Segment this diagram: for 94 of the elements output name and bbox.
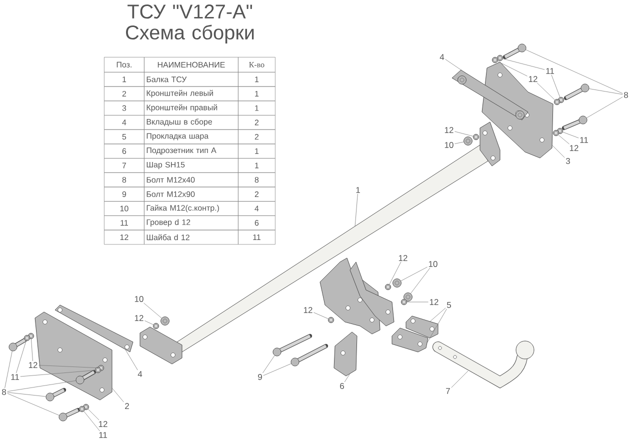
leader-line [552, 144, 565, 158]
leader-line [144, 320, 154, 325]
callout-number: 11 [99, 432, 107, 438]
leader-line [263, 363, 292, 376]
nut [160, 316, 170, 326]
callout-number: 1 [356, 187, 360, 193]
callout-number: 11 [580, 137, 588, 143]
washer [24, 334, 30, 342]
washer [152, 322, 160, 330]
callout-number: 10 [428, 261, 438, 267]
callout-number: 8 [624, 92, 628, 98]
callout-number: 12 [134, 315, 144, 321]
leader-line [88, 408, 100, 420]
leader-line [7, 380, 76, 392]
bolt [58, 408, 80, 422]
callout-number: 8 [2, 389, 6, 395]
callout-number: 6 [340, 383, 344, 389]
leader-line [430, 308, 446, 322]
leader-line [354, 194, 358, 227]
leader-line [589, 88, 623, 95]
callout-number: 10 [134, 296, 144, 302]
callout-number: 12 [528, 76, 538, 82]
leader-line [400, 266, 428, 282]
leader-line [410, 268, 430, 294]
callout-number: 12 [444, 127, 454, 133]
leader-line [445, 59, 468, 74]
leader-line [389, 262, 402, 284]
callout-number: 5 [447, 302, 451, 308]
leader-line [16, 340, 26, 374]
callout-number: 12 [98, 421, 108, 427]
callout-number: 11 [546, 68, 554, 74]
tow-ball [432, 340, 534, 388]
callout-number: 3 [566, 158, 570, 164]
bolt [562, 116, 588, 130]
title: ТСУ "V127-A" Схема сборки [126, 4, 254, 44]
leader-line [344, 373, 350, 382]
callout-number: 9 [258, 374, 262, 380]
leader-line [112, 388, 124, 402]
bolt [8, 338, 28, 352]
callout-number: 12 [430, 299, 438, 305]
leader-line [558, 134, 570, 144]
leader-line [38, 365, 98, 368]
leader-line [20, 370, 96, 377]
washer [328, 316, 334, 324]
callout-number: 10 [444, 142, 454, 148]
bolt [502, 44, 526, 60]
callout-number: 4 [440, 54, 444, 60]
nut [392, 278, 402, 288]
leader-line [502, 58, 545, 70]
washer [94, 366, 102, 374]
washer [78, 406, 86, 412]
insert-plate [54, 304, 134, 352]
washer [472, 134, 480, 140]
spacer-plate [406, 316, 438, 338]
callout-number: 2 [125, 403, 129, 409]
bolt [290, 344, 328, 366]
leader-line [586, 96, 623, 118]
leader-line [562, 132, 579, 138]
socket-plate [334, 332, 358, 376]
leader-line [84, 411, 100, 432]
leader-line [551, 74, 560, 98]
leader-line [454, 142, 464, 144]
leader-line [144, 302, 162, 318]
bolt [46, 388, 66, 402]
callout-number: 12 [304, 307, 312, 313]
bolt [564, 84, 590, 100]
leader-line [451, 370, 468, 388]
callout-number: 12 [398, 255, 408, 261]
leader-line [526, 50, 623, 94]
callout-number: 7 [446, 388, 450, 394]
leader-line [4, 350, 12, 388]
washer [552, 130, 560, 136]
leader-line [124, 348, 138, 370]
callout-number: 12 [570, 145, 578, 151]
callout-number: 4 [138, 371, 142, 377]
washer [400, 298, 408, 306]
leader-line [498, 61, 528, 76]
leader-line [426, 308, 447, 344]
leader-line [262, 355, 275, 374]
leader-line [31, 338, 33, 362]
leader-line [314, 312, 328, 319]
nut [464, 136, 472, 146]
bolt [76, 370, 96, 384]
bolt [272, 334, 312, 356]
leader-line [536, 82, 555, 100]
washer [492, 56, 498, 64]
leader-line [454, 131, 474, 136]
leader-line [7, 392, 46, 397]
callout-number: 11 [11, 374, 19, 380]
spacer-plate [392, 328, 428, 352]
washer [384, 284, 392, 290]
callout-number: 12 [28, 362, 38, 368]
washer [554, 98, 560, 106]
leader-line [7, 393, 60, 416]
